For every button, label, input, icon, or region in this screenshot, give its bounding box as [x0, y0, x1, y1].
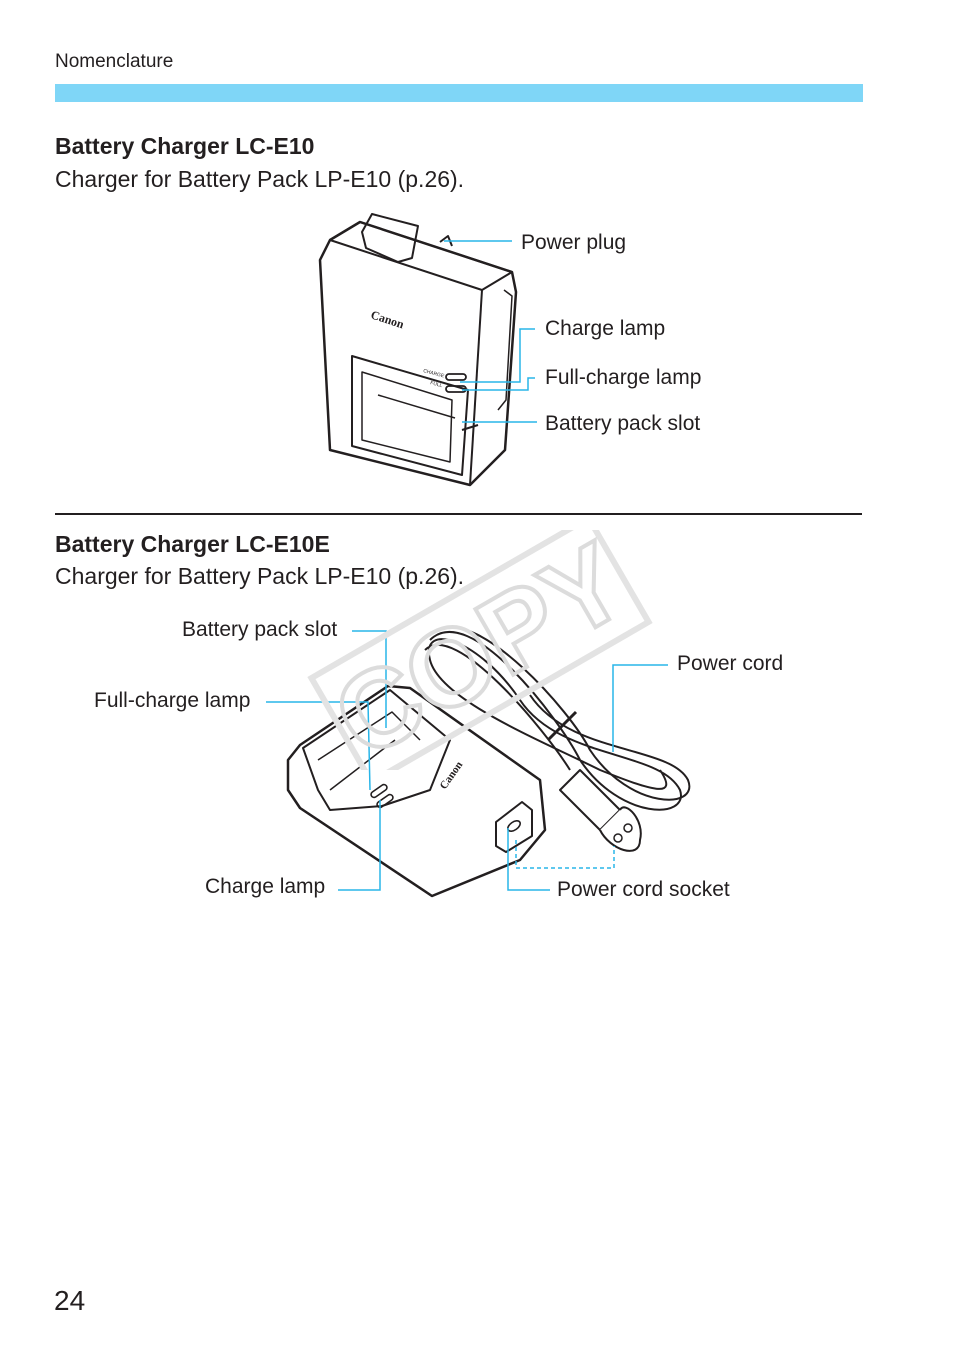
label2-power-cord: Power cord	[677, 652, 784, 675]
running-header: Nomenclature	[55, 51, 174, 72]
label-power-plug: Power plug	[521, 231, 627, 254]
section1-title: Battery Charger LC-E10	[55, 133, 315, 159]
watermark-text: COPY	[315, 530, 646, 770]
leader2-full-charge-lamp	[266, 701, 371, 791]
leader-full-charge-lamp	[462, 377, 535, 391]
leader2-charge-lamp	[338, 800, 381, 891]
label-battery-pack-slot: Battery pack slot	[545, 412, 701, 435]
section2-description: Charger for Battery Pack LP-E10 (p.26).	[55, 563, 465, 589]
full-lamp-text: FULL	[429, 380, 443, 389]
label-full-charge-lamp: Full-charge lamp	[545, 366, 702, 389]
leader2-socket-dashed	[515, 840, 615, 869]
section-divider	[55, 513, 862, 515]
page-number: 24	[54, 1285, 86, 1316]
charge-lamp-text: CHARGE	[422, 368, 445, 380]
label2-battery-pack-slot: Battery pack slot	[182, 618, 338, 641]
copy-watermark: COPY	[307, 530, 653, 770]
label2-charge-lamp: Charge lamp	[205, 875, 326, 898]
label2-full-charge-lamp: Full-charge lamp	[94, 689, 251, 712]
section1-description: Charger for Battery Pack LP-E10 (p.26).	[55, 166, 465, 192]
leader-charge-lamp	[460, 328, 535, 383]
leader2-battery-pack-slot	[352, 630, 387, 728]
leader2-power-cord	[612, 664, 668, 752]
label-charge-lamp: Charge lamp	[545, 317, 666, 340]
section2-title: Battery Charger LC-E10E	[55, 531, 330, 557]
header-bar	[55, 84, 863, 102]
label2-power-cord-socket: Power cord socket	[557, 878, 730, 901]
leader2-power-cord-socket	[507, 828, 550, 891]
